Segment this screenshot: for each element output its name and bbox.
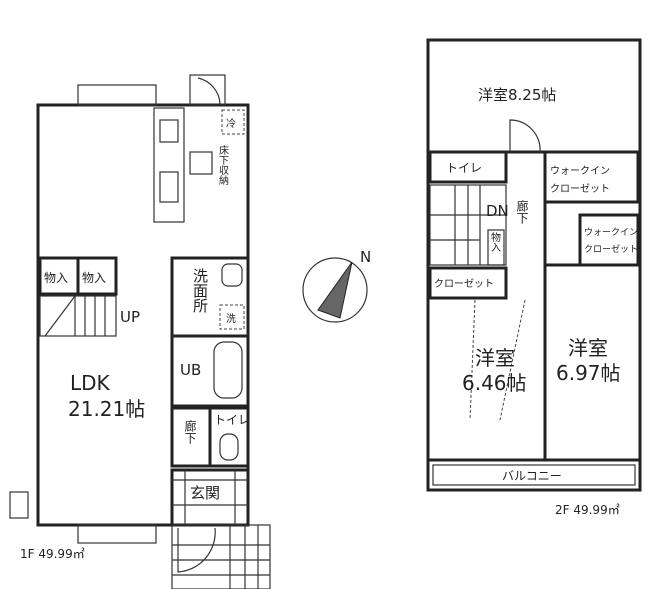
western-room-c-size: 6.97帖 [556,361,621,385]
walk-in-closet-b [578,213,640,267]
storage-label-b: 物入 [82,271,106,285]
ldk-name: LDK [70,371,111,395]
stove-icon [159,119,179,143]
floor-2: 洋室8.25帖 トイレ ウォークイン クローゼット 物入 DN 廊下 ウォークイ… [426,38,642,517]
fridge-label: 冷 [226,117,236,130]
north-arrow-icon: N [302,248,371,323]
bathtub-icon [213,341,243,399]
front-door [177,527,216,573]
outdoor-unit [9,491,29,519]
storage-label-a: 物入 [44,271,68,285]
slope-line [469,299,476,421]
floor-2-area: 2F 49.99㎡ [555,503,620,517]
slope-line [499,299,526,421]
sink-icon [159,171,179,203]
bath [170,334,250,408]
stairs-up-label: UP [120,308,140,326]
wic-b-line1: ウォークイン [584,227,638,238]
underfloor-label: 床下収納 [217,144,229,186]
fridge-space [221,109,245,135]
walk-in-closet-a [543,150,640,204]
washroom-label: 洗面所 [191,268,209,313]
wic-a-line1: ウォークイン [550,165,610,177]
stairs-1f [39,295,117,337]
washer-label: 洗 [226,313,236,325]
hall-label-2f: 廊下 [515,199,529,224]
bath-label: UB [180,361,201,379]
underfloor-hatch [189,151,213,175]
toilet-label-1f: トイレ [214,413,250,427]
closet-2f [428,266,508,300]
washer-space [219,304,245,330]
hall-label-1f: 廊下 [183,419,197,444]
storage-2f [487,229,505,266]
wash-basin-icon [221,263,243,287]
back-door [189,74,226,106]
floor-1-area: 1F 49.99㎡ [20,547,85,561]
ldk-size: 21.21帖 [68,397,145,421]
western-room-c-name: 洋室 [568,336,608,360]
balcony-rail [432,464,636,486]
entrance-label: 玄関 [190,484,220,502]
balcony-label: バルコニー [502,469,562,483]
floor-1: 冷 床下収納 物入 物入 UP LDK 21.21帖 洗面所 洗 UB 廊下 ト… [9,74,271,589]
closet-label-2f: クローゼット [434,278,494,290]
door-swing [509,119,541,153]
window-top [77,84,157,106]
stairs-down-label: DN [486,202,509,220]
toilet-2f [428,150,508,184]
western-room-a: 洋室8.25帖 [478,86,556,104]
western-room-b-name: 洋室 [475,346,515,370]
balcony [426,458,642,492]
north-label: N [360,248,371,266]
wic-b-line2: クローゼット [584,243,638,255]
wic-a-line2: クローゼット [550,183,610,195]
kitchen-counter [153,107,185,223]
toilet-label-2f: トイレ [446,161,482,175]
toilet-icon [219,433,239,461]
stairs-2f [429,184,507,266]
porch-tiles [171,524,271,589]
washroom [170,256,250,338]
western-room-b-size: 6.46帖 [462,371,527,395]
storage-label-2f: 物入 [489,231,501,252]
window-bottom [77,524,157,544]
door-swing [197,77,221,105]
